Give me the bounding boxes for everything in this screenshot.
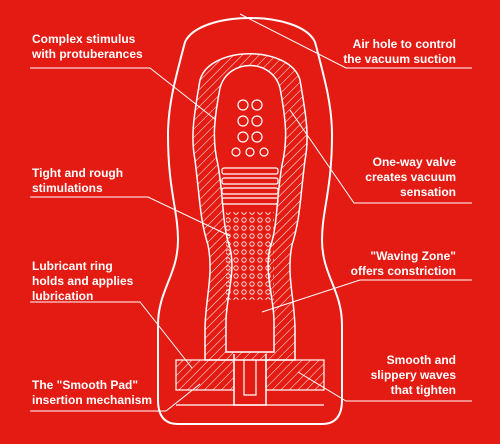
waving-zone-texture (226, 212, 274, 300)
callout-tight-rough: Tight and rough stimulations (32, 166, 124, 195)
callout-smooth-pad: The "Smooth Pad" insertion mechanism (32, 378, 153, 407)
outer-housing-outline (157, 17, 343, 425)
callout-one-way-valve: One-way valve creates vacuum sensation (365, 155, 456, 199)
rib-rings (221, 167, 279, 205)
callout-smooth-slippery: Smooth and slippery waves that tighten (370, 353, 456, 397)
smooth-pad (175, 354, 325, 406)
callout-lubricant-ring: Lubricant ring holds and applies lubrica… (32, 259, 134, 303)
leader-lines (30, 13, 472, 412)
callout-air-hole: Air hole to control the vacuum suction (343, 37, 456, 66)
callout-complex-stimulus: Complex stimulus with protuberances (32, 32, 143, 61)
protuberances (231, 99, 269, 157)
callout-waving-zone: "Waving Zone" offers constriction (350, 249, 456, 278)
